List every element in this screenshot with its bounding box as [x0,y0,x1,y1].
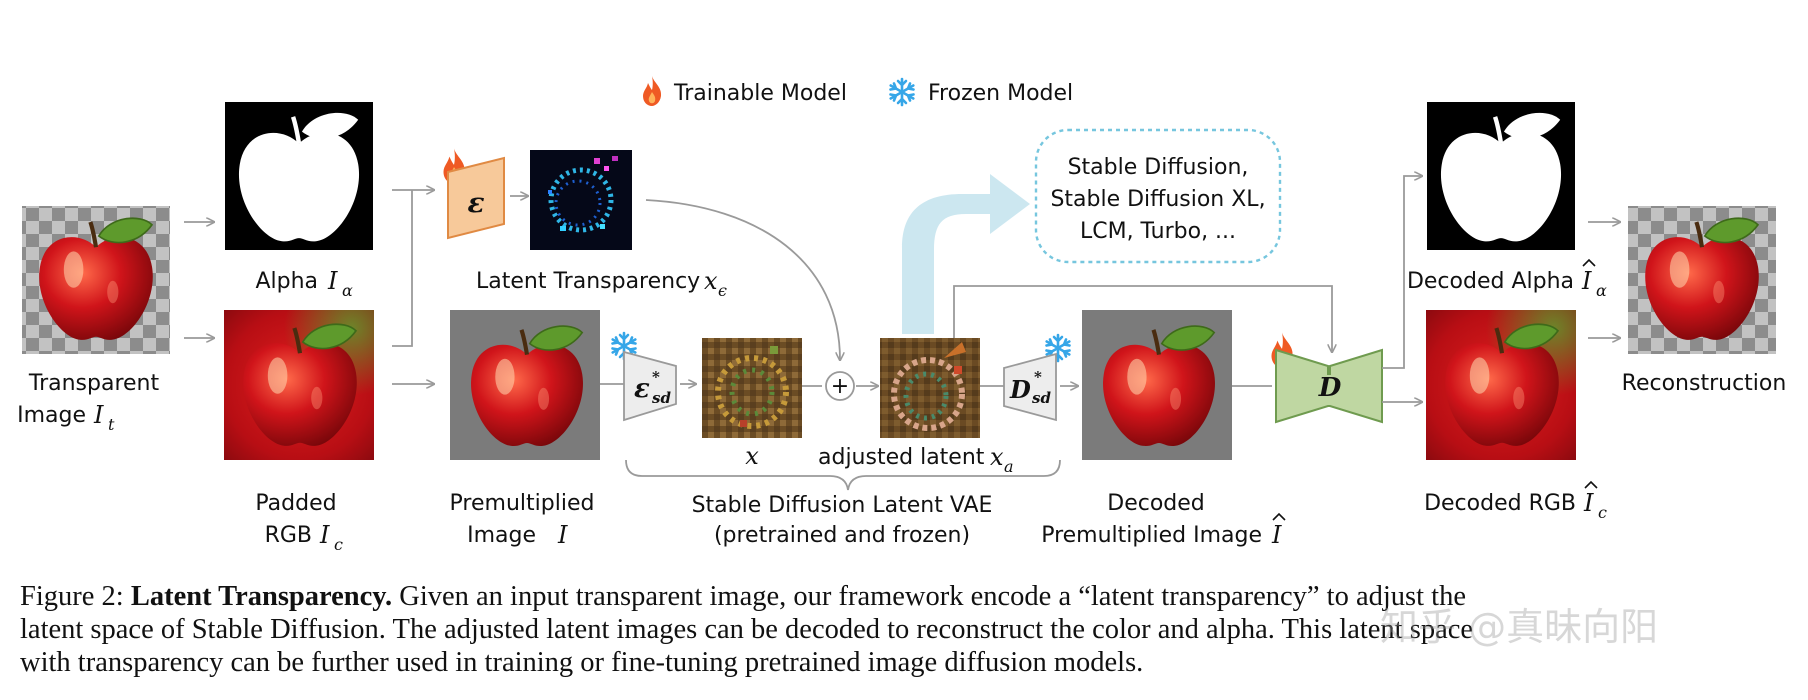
latent-transparency-image [530,150,632,250]
watermark: 知乎 @真昧向阳 [1380,605,1659,649]
caption-line-1: Figure 2: Latent Transparency. Given an … [20,580,1790,613]
math-I: I [319,521,330,549]
figure-caption: Figure 2: Latent Transparency. Given an … [20,580,1790,679]
latent-transparency-label: Latent Transparency [476,269,700,294]
arrow [953,285,1332,352]
encoder-symbol: ε [467,186,484,219]
sd-encoder-symbol: ε [634,374,650,404]
sd-sub: sd [1032,389,1051,407]
models-line-1: Stable Diffusion, [1068,155,1249,180]
hat-mark [1584,480,1598,489]
reconstruction-label: Reconstruction [1622,371,1787,396]
hat-mark [1582,258,1596,267]
alpha-image [225,102,373,250]
math-sub: a [1004,457,1014,476]
caption-text-1: Given an input transparent image, our fr… [392,581,1466,612]
latent-encoder [447,156,505,240]
add-node [825,371,855,401]
sd-decoder [1003,352,1057,422]
models-line-2: Stable Diffusion XL, [1050,187,1265,212]
decoded-alpha-label: Decoded Alpha [1407,269,1574,294]
caption-prefix: Figure 2: [20,581,131,612]
vae-brace [625,459,1061,491]
sd-sub: sd [652,389,671,407]
math-sub: ϵ [718,281,727,300]
sd-decoder-symbol: D [1009,375,1031,404]
hat-mark [1272,512,1286,521]
math-I-hat: I [1271,521,1282,549]
star: * [1034,368,1042,386]
math-x: x [990,443,1004,471]
math-sub: c [334,535,343,554]
transparent-decoder [1275,348,1383,424]
math-sub: α [342,281,353,300]
math-sub: t [108,415,115,434]
padded-label-2: RGB [265,523,312,548]
adjusted-latent-image [880,338,980,438]
vae-label: Stable Diffusion Latent VAE [692,493,993,518]
transparent-image [22,206,170,354]
math-I-hat: I [1581,267,1592,295]
math-I: I [557,521,568,549]
snowflake-icon [889,77,915,107]
decoded-premultiplied-label-2: Premultiplied Image [1041,523,1262,548]
caption-title: Latent Transparency. [130,581,393,612]
alpha-label: Alpha [255,269,318,294]
decoder-symbol: D [1318,373,1342,403]
math-sub: c [1598,503,1607,522]
premultiplied-label: Premultiplied [450,491,595,516]
arrow [392,190,434,347]
plus-symbol: + [831,374,849,399]
premultiplied-label-2: Image [467,523,536,548]
legend-trainable: Trainable Model [673,81,847,106]
big-arrow [902,174,1030,334]
decoded-premultiplied-image [1082,310,1232,460]
padded-rgb-image [224,310,374,460]
latent-x-image [702,338,802,438]
decoded-alpha-image [1427,102,1575,250]
math-I-hat: I [1583,489,1594,517]
decoded-rgb-label: Decoded RGB [1424,491,1576,516]
models-box [1034,128,1282,264]
math-I: I [93,401,104,429]
models-line-3: LCM, Turbo, ... [1080,219,1236,244]
adjusted-latent-label: adjusted latent [818,445,985,470]
math-x: x [704,267,718,295]
star: * [652,368,660,386]
transparent-label: Transparent [28,371,160,396]
caption-line-3: with transparency can be further used in… [20,647,1144,678]
vae-label-2: (pretrained and frozen) [714,523,970,548]
decoded-premultiplied-label: Decoded [1107,491,1205,516]
math-sub: α [1596,281,1607,300]
arrow [645,199,840,360]
padded-label: Padded [255,491,336,516]
sd-encoder [623,350,677,422]
arrow [1382,176,1422,369]
transparent-label-2: Image [17,403,86,428]
reconstruction-image [1628,206,1776,354]
flame-icon [643,76,662,106]
premultiplied-image [450,310,600,460]
caption-line-2: latent space of Stable Diffusion. The ad… [20,614,1474,645]
math-x: x [745,442,759,470]
decoded-rgb-image [1426,310,1576,460]
math-I: I [327,267,338,295]
legend-frozen: Frozen Model [928,81,1073,106]
